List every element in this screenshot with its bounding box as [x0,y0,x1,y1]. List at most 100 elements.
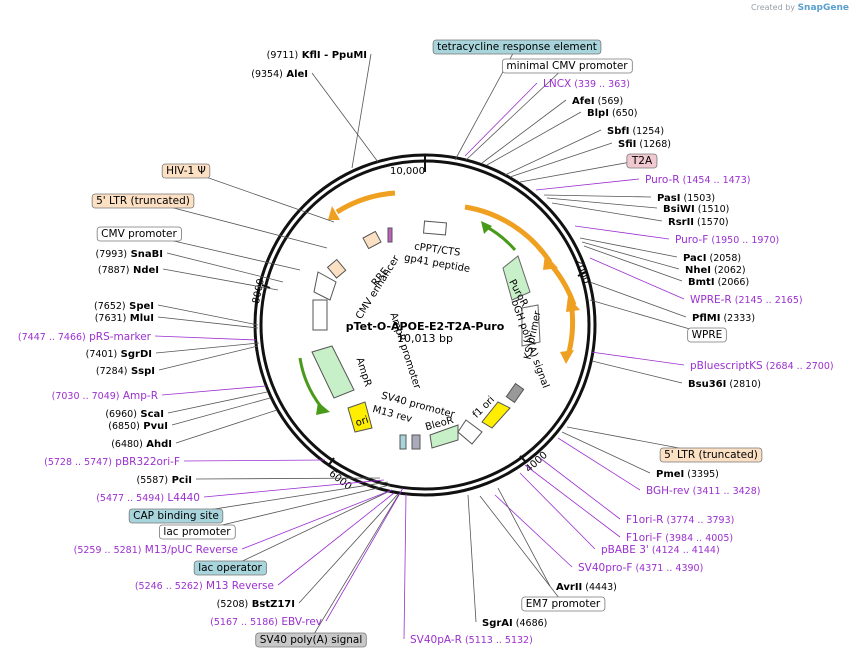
name-label: ScaI [137,409,164,420]
leader-line [311,72,379,163]
name-label: CMV promoter [101,228,177,240]
leader-line [479,495,564,604]
feature-label: BGH-rev (3411 .. 3428) [646,485,760,497]
name-label: KflI [298,50,320,61]
feature-label: LNCX (339 .. 363) [543,78,630,90]
feature-label-text: PmeI (3395) [656,469,719,480]
name-label: M13 Reverse [203,580,274,592]
leader-line [539,457,621,520]
leader-line [497,487,551,587]
position-label: (6850) [108,421,140,432]
position-label: (5259 .. 5281) [74,545,142,556]
feature-label: AvrII (4443) [556,582,617,593]
name-label: Puro-R [645,174,680,186]
feature-label-text: (7401) SgrDI [86,349,152,360]
leader-line [351,53,372,169]
leader-line [162,268,279,291]
feature-label-text: WPRE [692,329,723,341]
leader-line [158,345,259,371]
leader-line [591,360,683,384]
name-label: lac operator [198,562,262,574]
name-label: SV40 poly(A) signal [260,634,363,646]
position-label: (1503) [680,193,715,204]
leader-line [157,304,259,326]
name-label: M13/pUC Reverse [141,544,238,556]
leader-line [535,178,640,191]
name-label: SspI [127,366,155,377]
plasmid-name: pTet-O-APOE-E2-T2A-Puro [346,320,505,333]
leader-line [167,391,268,414]
feature-label-text: pBABE 3' (4124 .. 4144) [601,544,720,556]
leader-line [551,202,663,222]
name-label: pBluescriptKS [690,360,763,372]
name-label: NdeI [129,265,159,276]
name-label: SbfI [607,126,629,137]
feature-label-text: F1ori-R (3774 .. 3793) [626,514,734,526]
position-label: (7284) [96,366,128,377]
feature-label-text: BsiWI (1510) [663,204,729,215]
name-label: L4440 [164,492,200,504]
name-label: HIV-1 Ψ [166,165,206,177]
position-label: (5728 .. 5747) [44,457,112,468]
feature-label-text: EM7 promoter [526,598,601,610]
leader-lines [138,45,712,640]
feature-label-text: (5259 .. 5281) M13/pUC Reverse [74,544,238,556]
position-label: (569) [595,96,624,107]
leader-line [157,316,259,329]
name-label: Amp-R [120,390,159,402]
feature-label: PflMI (2333) [692,313,755,324]
leader-line [277,492,395,586]
name-label: NheI [685,265,711,276]
name-label: MluI [126,313,154,324]
feature-label: SgrAI (4686) [482,618,547,629]
feature-label: (7447 .. 7466) pRS-marker [18,331,152,343]
leader-line [175,409,278,444]
position-label: (1254) [629,126,664,137]
feature-label-text: PacI (2058) [683,253,741,264]
name-label: F1ori-R [626,514,663,526]
position-label: (1510) [695,204,730,215]
feature-label: (5587) PciI [137,475,192,486]
feature-label-text: (5167 .. 5186) EBV-rev [210,616,322,628]
leader-line [161,385,267,396]
label-ori: ori [354,415,370,429]
name-label: tetracycline response element [437,41,597,53]
green-arrowheads [316,221,492,415]
feature-label-text: AvrII (4443) [556,582,617,593]
leader-line [574,225,670,240]
label-ampr: AmpR [353,356,373,388]
leader-line [310,493,400,640]
position-label: (2684 .. 2700) [763,361,834,372]
name-label: SnaBI [127,249,163,260]
feature-label-text: T2A [631,155,653,167]
feature-label: T2A [626,153,658,169]
feature-label: (6480) AhdI [111,439,172,450]
feature-label-text: (6850) PvuI [108,421,168,432]
position-label: (9354) [251,69,283,80]
feature-label: Puro-F (1950 .. 1970) [675,234,779,246]
name-label: WPRE [692,329,723,341]
position-label: (7887) [98,265,130,276]
feature-label: (9354) AleI [251,69,308,80]
leader-line [581,241,680,270]
name-label: SV40pro-F [578,562,632,574]
position-label: (2333) [720,313,755,324]
feature-label-text: PflMI (2333) [692,313,755,324]
feature-label: PasI (1503) [657,193,715,204]
name-label: pBABE 3' [601,544,649,556]
position-label: (3395) [684,469,719,480]
leader-line [325,487,404,622]
feature-label-text: LNCX (339 .. 363) [543,78,630,90]
name-label: SgrAI [482,618,513,629]
feature-label: pBluescriptKS (2684 .. 2700) [690,360,834,372]
position-label: (1454 .. 1473) [680,175,751,186]
feature-label-text: CAP binding site [133,510,219,522]
feature-label-text: (6480) AhdI [111,439,172,450]
feature-label-text: (7887) NdeI [98,265,159,276]
feature-label: SV40pA-R (5113 .. 5132) [410,634,533,646]
leader-line [519,159,643,183]
leader-line [403,493,407,640]
position-label: (4124 .. 4144) [649,545,720,556]
name-label: pBR322ori-F [112,456,180,468]
